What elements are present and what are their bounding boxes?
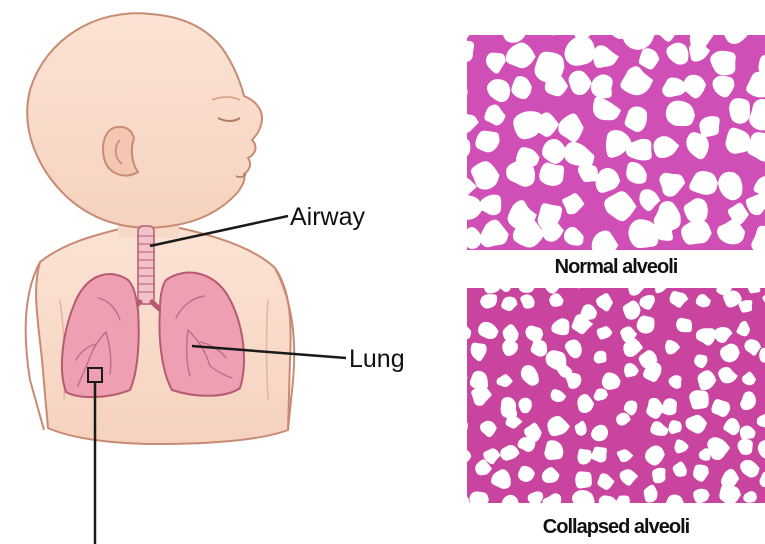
alveolus-space [539,163,564,186]
collapsed-alveoli-micrograph [447,267,765,513]
alveolus-space [449,21,470,40]
alveolus-space [451,138,470,158]
alveolus-space [575,471,592,488]
alveolus-space [749,12,765,31]
alveolus-space [455,391,467,405]
baby-ear [103,127,138,176]
alveolus-space [676,318,692,332]
alveolus-space [445,76,467,99]
collapsed-alveoli-caption: Collapsed alveoli [543,516,690,538]
alveolus-space [694,272,708,285]
alveolus-space [453,420,468,436]
alveolus-space [449,338,466,359]
alveolus-space [456,270,472,287]
alveolus-space [519,279,535,293]
alveolus-space [483,7,506,32]
alveolus-space [540,15,564,36]
alveolus-space [450,495,470,511]
alveolus-space [447,467,466,484]
normal-alveoli-micrograph [445,7,765,259]
alveolus-space [729,98,750,124]
normal-alveoli-caption: Normal alveoli [555,256,678,278]
alveolus-space [637,316,655,334]
alveolus-space [451,40,474,62]
alveolus-space [689,390,709,409]
alveolus-space [469,492,488,511]
alveolus-space [447,370,468,386]
airway-label: Airway [290,203,366,231]
alveolus-space [652,468,666,484]
lung-label: Lung [349,345,405,373]
alveolus-space [502,13,527,43]
alveolus-space [452,301,467,315]
baby-illustration [26,13,295,444]
